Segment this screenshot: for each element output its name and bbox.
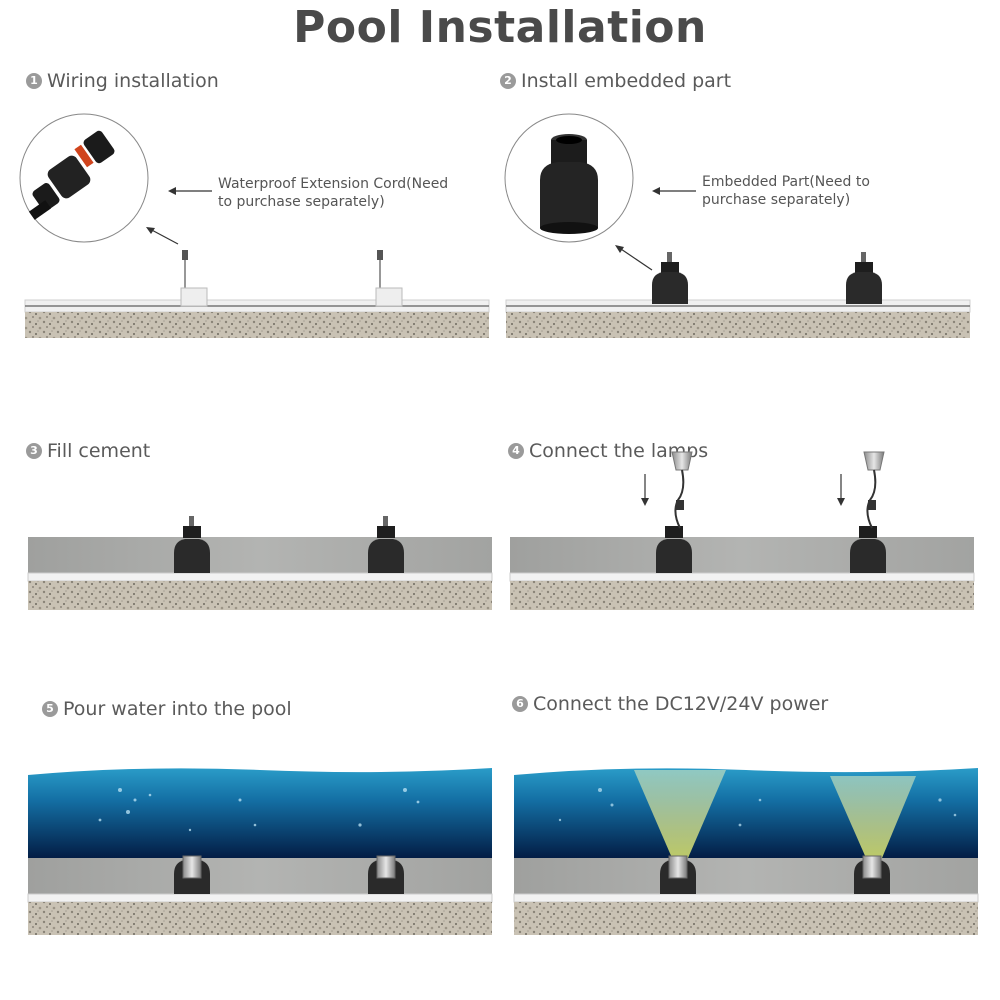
cable-line [25,258,489,307]
installed-lamp-icon [174,855,210,894]
panel-5-water [27,768,493,935]
embedded-part-callout: Embedded Part(Need to purchase separatel… [702,173,870,209]
step-4-label: Connect the lamps [529,440,709,462]
waterproof-connector-icon [28,130,115,220]
cable-connector [377,250,383,260]
gravel-layer [28,581,492,610]
pool-base-layer [513,893,979,903]
step-4-heading: 4 Connect the lamps [508,440,708,462]
panel-1-wiring [19,113,490,338]
cable-connector [182,250,188,260]
lamp-icon [863,451,885,529]
embedded-part-icon [850,526,886,573]
step-1-heading: 1 Wiring installation [26,70,219,92]
light-beam [634,770,726,858]
gravel-layer [514,902,978,935]
junction-box [180,287,208,307]
step-6-number: 6 [512,696,528,712]
gravel-layer [506,312,970,338]
embedded-part-icon [174,516,210,573]
down-arrow-head [641,498,649,506]
gravel-layer [510,581,974,610]
step-2-heading: 2 Install embedded part [500,70,731,92]
pool-base-layer [27,893,493,903]
panel-2-embedded [504,113,971,338]
pointer-arrow-head [146,227,155,234]
installed-lamp-icon [854,855,890,894]
pool-base-layer [509,572,975,582]
water-bubbles [558,788,957,827]
lamp-icon [671,451,693,529]
step-4-number: 4 [508,443,524,459]
cement-layer [510,537,974,573]
step-1-number: 1 [26,73,42,89]
gravel-layer [28,902,492,935]
installed-lamp-icon [660,855,696,894]
page-title: Pool Installation [293,2,707,53]
step-1-label: Wiring installation [47,70,219,92]
panel-4-connect-lamps [509,451,975,610]
water-bubbles [98,788,420,832]
embedded-part-icon [652,252,688,304]
embedded-part-callout-line2: purchase separately) [702,192,851,208]
gravel-layer [25,312,489,338]
installed-lamp-icon [368,855,404,894]
callout-arrow-head [652,187,660,195]
step-2-number: 2 [500,73,516,89]
embedded-part-icon [368,516,404,573]
cement-layer [28,537,492,573]
panel-6-power [513,768,979,935]
junction-box [375,287,403,307]
panel-3-cement [27,516,493,610]
embedded-part-icon [656,526,692,573]
step-5-label: Pour water into the pool [63,698,292,720]
water-layer [28,768,492,858]
step-3-label: Fill cement [47,440,151,462]
light-beam [830,776,916,858]
step-3-heading: 3 Fill cement [26,440,150,462]
step-5-number: 5 [42,701,58,717]
step-3-number: 3 [26,443,42,459]
cement-layer [514,858,978,894]
down-arrow-head [837,498,845,506]
embedded-part-closeup-icon [540,134,598,234]
extension-cord-callout-line2: to purchase separately) [218,194,385,210]
pointer-arrow-head [615,245,624,253]
extension-cord-callout-line1: Waterproof Extension Cord(Need [218,176,449,192]
pool-base-layer [27,572,493,582]
pointer-arrow [617,246,653,271]
embedded-part-callout-line1: Embedded Part(Need to [702,174,870,190]
step-2-label: Install embedded part [521,70,732,92]
step-6-heading: 6 Connect the DC12V/24V power [512,693,828,715]
cement-layer [28,858,492,894]
extension-cord-callout: Waterproof Extension Cord(Need to purcha… [218,175,448,211]
step-6-label: Connect the DC12V/24V power [533,693,829,715]
embedded-part-icon [846,252,882,304]
callout-arrow-head [168,187,176,195]
step-5-heading: 5 Pour water into the pool [42,698,292,720]
